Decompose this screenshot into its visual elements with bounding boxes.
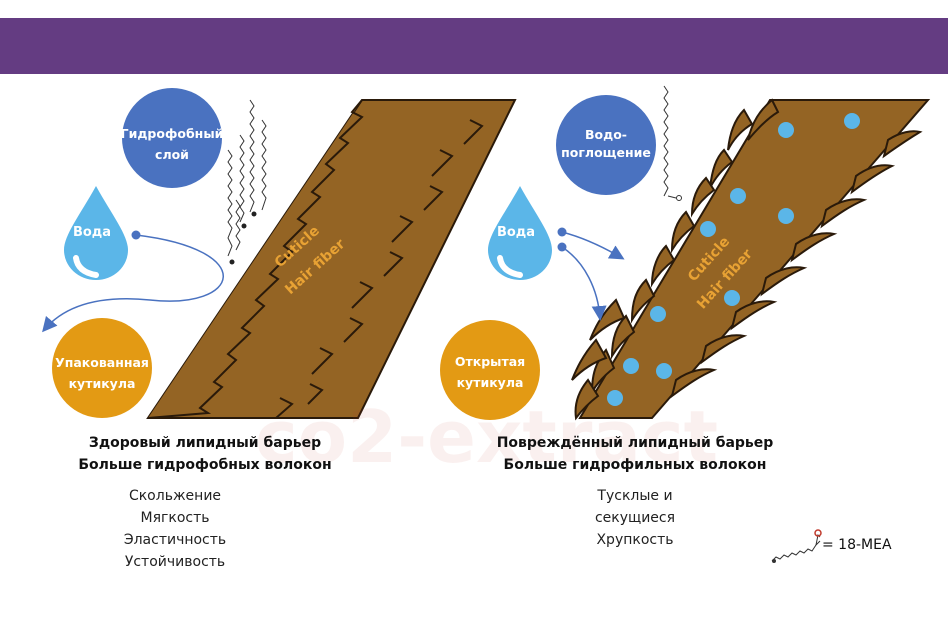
watermark: co2-extract [255,395,719,479]
right-water-label: Вода [497,225,535,240]
hydrophobic-layer-bubble [122,88,222,188]
open-cuticle-label-1: Открытая [455,354,525,369]
packed-cuticle-label-2: кутикула [69,376,136,391]
water-absorption-label-1: Водо- [585,127,627,142]
hydrophobic-layer-label-2: слой [155,147,189,162]
left-water-drop-icon: Вода [64,186,128,280]
right-property: Хрупкость [596,532,674,548]
right-hair-fiber: Cuticle Hair fiber [571,98,931,421]
legend-label: = 18-MEA [822,537,892,553]
left-caption-line-2: Больше гидрофобных волокон [78,457,332,473]
open-cuticle-label-2: кутикула [457,375,524,390]
header-band [0,18,948,74]
right-properties: Тусклые и секущиеся Хрупкость [555,485,715,551]
left-caption: Здоровый липидный барьер Больше гидрофоб… [70,432,340,476]
right-water-arrow-2 [561,246,607,321]
legend-18-mea: = 18-MEA [770,515,910,565]
right-property: Тусклые и [597,488,673,504]
left-hair-fiber: Cuticle Hair fiber [146,99,517,419]
left-caption-line-1: Здоровый липидный барьер [88,435,322,451]
left-water-arrow [42,234,224,333]
left-property: Скольжение [128,488,222,504]
left-property: Эластичность [123,532,227,548]
water-absorption-bubble [556,95,656,195]
open-cuticle-bubble [440,320,540,420]
right-caption-line-2: Больше гидрофильных волокон [503,457,767,473]
left-property: Мягкость [140,510,210,526]
lipid-chains [227,99,267,257]
packed-cuticle-bubble [52,318,152,418]
left-property: Устойчивость [124,554,226,570]
right-water-drop-icon: Вода [488,186,552,280]
hydrophobic-layer-label-1: Гидрофобный [121,126,224,141]
right-caption-line-1: Повреждённый липидный барьер [496,435,774,451]
right-water-arrow-1 [561,231,625,260]
lipid-chain-icon [771,529,822,563]
right-property: секущиеся [594,510,676,526]
packed-cuticle-label-1: Упакованная [55,355,149,370]
water-absorption-label-2: поглощение [561,145,651,160]
left-properties: Скольжение Мягкость Эластичность Устойчи… [95,485,255,573]
right-caption: Повреждённый липидный барьер Больше гидр… [480,432,790,476]
left-water-label: Вода [73,225,111,240]
